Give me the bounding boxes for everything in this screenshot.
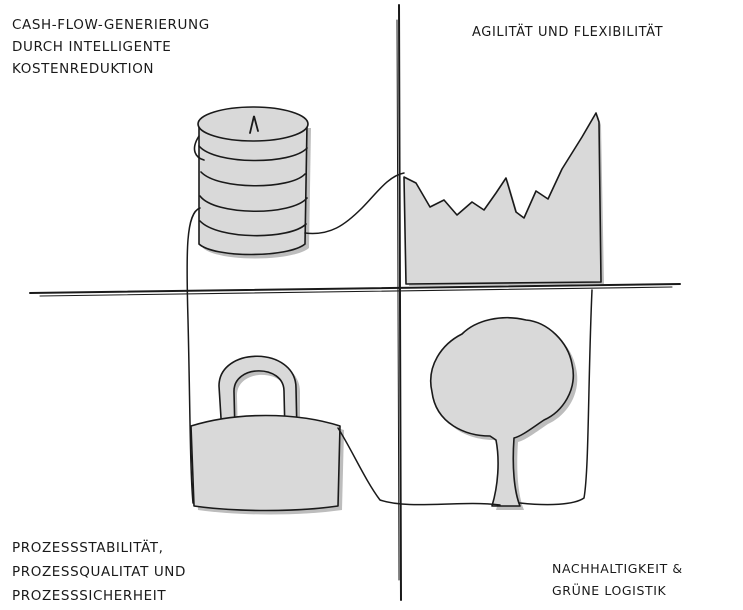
label-cash-flow: Cash-Flow-Generierung durch intelligente… [12,14,210,80]
label-cash-flow-line-3: Kostenreduktion [12,61,155,77]
coin-ridge-4 [199,220,307,237]
tree-canopy-trunk [429,316,575,507]
connector-line [186,172,593,506]
coin-swirl [193,135,205,161]
tree-icon [429,316,578,510]
label-agility: Agilität und Flexibilität [472,22,663,44]
coin-ridge-2 [200,171,306,187]
horizontal-axis [29,283,681,294]
axes [29,4,681,601]
label-process-stability-line-2: Prozessqualitat und [12,564,187,580]
label-sustainability: Nachhaltigkeit & Grüne Logistik [552,558,683,602]
vertical-axis-stroke-2 [396,19,400,581]
coin-ridge-1 [198,145,308,162]
padlock-icon [190,355,344,515]
label-process-stability-line-3: Prozesssicherheit [12,588,167,604]
coin-arrow [249,115,259,134]
padlock-body [190,414,341,512]
vertical-axis [398,4,402,601]
label-sustainability-line-2: Grüne Logistik [552,583,667,598]
area-graph-fill [403,112,602,285]
coin-stack-body [198,123,308,256]
area-graph-icon [403,112,604,286]
label-process-stability-line-1: Prozessstabilität, [12,540,164,556]
label-agility-line-1: Agilität und Flexibilität [472,25,664,40]
coin-ridge-3 [199,195,308,213]
coin-stack-icon [193,106,311,259]
label-cash-flow-line-2: durch intelligente [12,39,172,55]
label-sustainability-line-1: Nachhaltigkeit & [552,561,683,576]
label-cash-flow-line-1: Cash-Flow-Generierung [12,17,210,33]
label-process-stability: Prozessstabilität, Prozessqualitat und P… [12,536,186,608]
